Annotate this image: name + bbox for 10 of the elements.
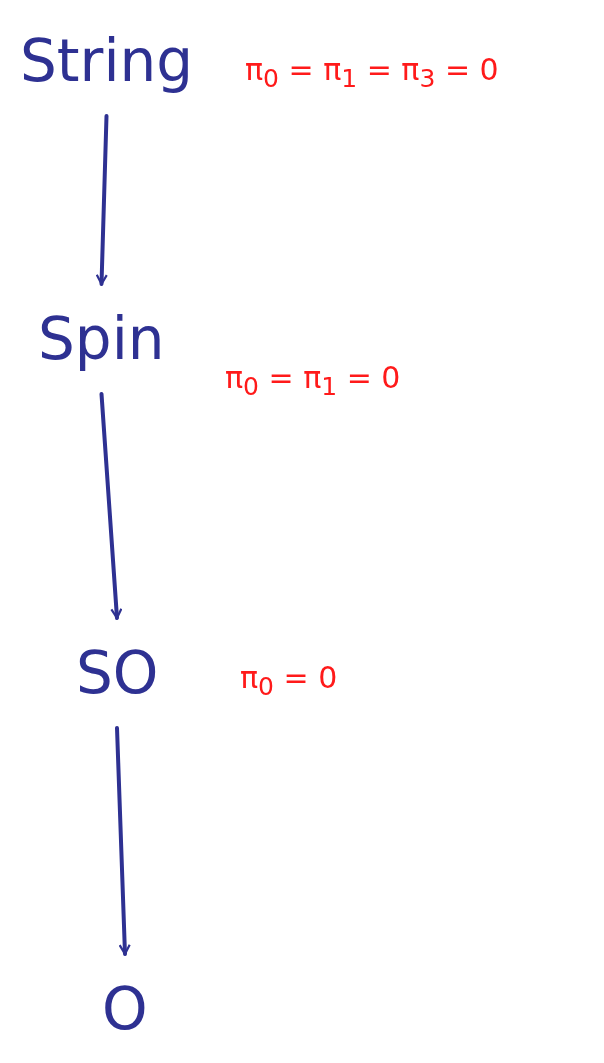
node-label: Spin (36, 306, 167, 372)
homotopy-condition: π$_{0}$ = 0 (240, 660, 338, 702)
node-label: String (18, 28, 196, 94)
homotopy-condition: π$_{0}$ = π$_{1}$ = 0 (225, 360, 401, 402)
arrow (115, 726, 131, 956)
homotopy-condition: π$_{0}$ = π$_{1}$ = π$_{3}$ = 0 (245, 52, 499, 94)
node-label: SO (74, 640, 161, 706)
arrow (99, 392, 123, 620)
arrow (95, 114, 109, 286)
node-label: O (100, 976, 150, 1042)
